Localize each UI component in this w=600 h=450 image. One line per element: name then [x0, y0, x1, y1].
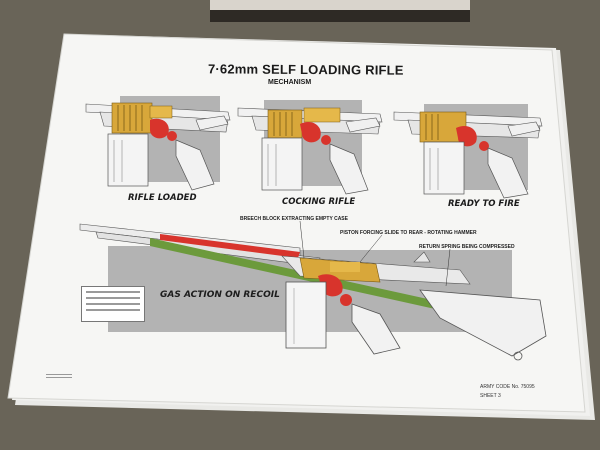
cushion-shadow — [210, 10, 470, 22]
caption-rifle-loaded: RIFLE LOADED — [128, 193, 197, 203]
printer-imprint — [46, 374, 72, 380]
gas-action-label: GAS ACTION ON RECOIL — [160, 290, 280, 300]
poster-sheet — [7, 33, 586, 413]
diagram-rifle-loaded — [85, 96, 231, 191]
diagram-ready-to-fire — [393, 104, 543, 199]
caption-ready-to-fire: READY TO FIRE — [448, 199, 520, 209]
army-code: ARMY CODE No. 75095 — [480, 384, 535, 390]
legend-note-box — [81, 286, 145, 322]
annotation-return-spring: RETURN SPRING BEING COMPRESSED — [419, 244, 515, 250]
annotation-breech-block: BREECH BLOCK EXTRACTING EMPTY CASE — [240, 216, 348, 222]
diagram-cocking-rifle — [237, 100, 383, 195]
poster-title: 7·62mm SELF LOADING RIFLE — [207, 61, 404, 78]
caption-cocking-rifle: COCKING RIFLE — [282, 197, 356, 207]
poster-subtitle: MECHANISM — [268, 79, 312, 86]
annotation-piston: PISTON FORCING SLIDE TO REAR - ROTATING … — [340, 230, 477, 236]
sheet-number: SHEET 3 — [480, 393, 501, 399]
